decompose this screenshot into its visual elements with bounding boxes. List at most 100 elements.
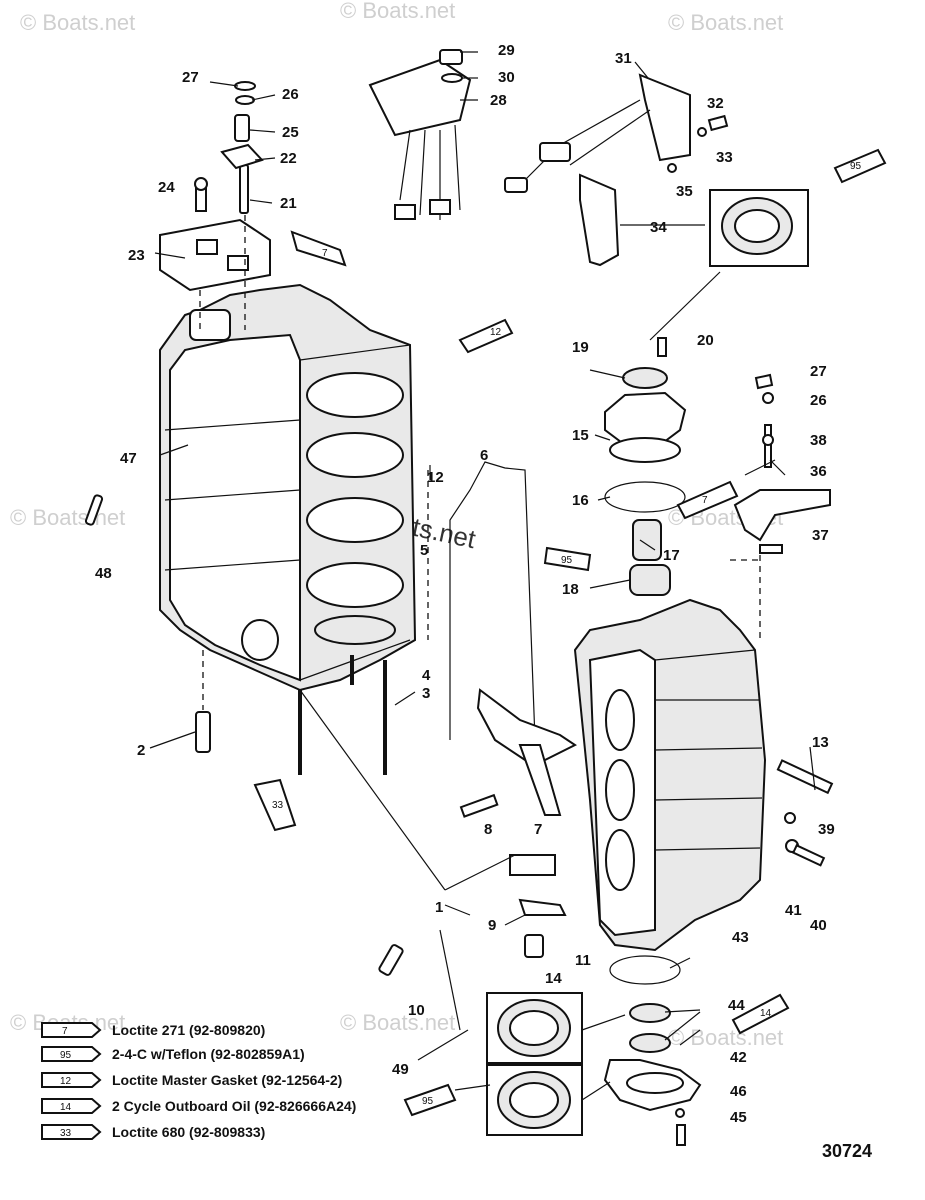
legend-row-4: 14 2 Cycle Outboard Oil (92-826666A24) — [41, 1098, 356, 1114]
callout-30: 30 — [498, 69, 515, 86]
legend-row-5: 33 Loctite 680 (92-809833) — [41, 1124, 265, 1140]
tube-label: 12 — [490, 327, 502, 338]
callout-33: 33 — [716, 149, 733, 166]
callout-20: 20 — [697, 332, 714, 349]
callout-37: 37 — [812, 527, 829, 544]
callout-25: 25 — [282, 124, 299, 141]
watermark-mid-left: © Boats.net — [10, 505, 125, 530]
watermark-top-center: © Boats.net — [340, 0, 455, 23]
legend-text: 2-4-C w/Teflon (92-802859A1) — [112, 1046, 305, 1062]
callout-43: 43 — [732, 929, 749, 946]
callout-46: 46 — [730, 1083, 747, 1100]
callout-8: 8 — [484, 821, 492, 838]
callout-26: 26 — [282, 86, 299, 103]
callout-23: 23 — [128, 247, 145, 264]
top-hardware — [159, 81, 271, 292]
tube-label: 33 — [272, 800, 284, 811]
tube-label: 95 — [850, 161, 862, 172]
seal-top-box — [649, 189, 809, 341]
callout-21: 21 — [280, 195, 297, 212]
callout-48: 48 — [95, 565, 112, 582]
assembly-lines — [199, 215, 761, 891]
callout-42: 42 — [730, 1049, 747, 1066]
legend-text: Loctite 680 (92-809833) — [112, 1124, 265, 1140]
watermark-bottom-right: © Boats.net — [668, 1025, 783, 1050]
watermark-bottom-center: © Boats.net — [340, 1010, 455, 1035]
callout-6: 6 — [480, 447, 488, 464]
callout-32: 32 — [707, 95, 724, 112]
callout-19: 19 — [572, 339, 589, 356]
crankcase — [573, 598, 767, 952]
callout-17: 17 — [663, 547, 680, 564]
cylinder-block — [159, 283, 417, 692]
end-cap-stack — [604, 337, 687, 596]
callout-36: 36 — [810, 463, 827, 480]
legend-text: Loctite Master Gasket (92-12564-2) — [112, 1072, 342, 1088]
tube-14-right: 14 — [731, 993, 790, 1035]
callout-49: 49 — [392, 1061, 409, 1078]
legend-row-1: 7 Loctite 271 (92-809820) — [41, 1022, 265, 1038]
callout-40: 40 — [810, 917, 827, 934]
tube-label: 95 — [561, 555, 573, 566]
callout-24: 24 — [158, 179, 175, 196]
callout-11: 11 — [575, 952, 591, 969]
callout-10: 10 — [408, 1002, 425, 1019]
tube-95-middle: 95 — [543, 546, 592, 572]
callout-31: 31 — [615, 50, 632, 67]
figure-number: 30724 — [822, 1141, 872, 1161]
callout-35: 35 — [676, 183, 693, 200]
callout-41: 41 — [785, 902, 802, 919]
studs — [84, 164, 387, 775]
tube-label: 95 — [422, 1096, 434, 1107]
callout-1: 1 — [435, 899, 443, 916]
linkage — [378, 688, 577, 1031]
legend-tube-num: 95 — [60, 1050, 72, 1061]
callout-2: 2 — [137, 742, 145, 759]
callout-7: 7 — [534, 821, 542, 838]
callout-4: 4 — [422, 667, 431, 684]
callout-15: 15 — [572, 427, 589, 444]
callout-14: 14 — [545, 970, 562, 987]
tube-label: 7 — [702, 495, 708, 506]
callout-26b: 26 — [810, 392, 827, 409]
side-hardware — [733, 373, 834, 867]
callout-27: 27 — [182, 69, 199, 86]
tube-label: 14 — [760, 1008, 772, 1019]
callout-9: 9 — [488, 917, 496, 934]
switch-box — [504, 73, 729, 267]
lower-end-cap — [603, 955, 702, 1146]
callout-13: 13 — [812, 734, 829, 751]
callout-18: 18 — [562, 581, 579, 598]
callout-45: 45 — [730, 1109, 747, 1126]
callout-16: 16 — [572, 492, 589, 509]
legend-row-2: 95 2-4-C w/Teflon (92-802859A1) — [41, 1046, 305, 1062]
callout-44: 44 — [728, 997, 745, 1014]
watermark-top-left: © Boats.net — [20, 10, 135, 35]
callout-12: 12 — [427, 469, 444, 486]
callout-5: 5 — [420, 542, 428, 559]
legend-tube-num: 7 — [62, 1026, 68, 1037]
tube-7-top: 7 — [290, 230, 347, 267]
watermark-top-right: © Boats.net — [668, 10, 783, 35]
callout-3: 3 — [422, 685, 430, 702]
tube-12: 12 — [458, 318, 514, 354]
legend-tube-num: 33 — [60, 1128, 72, 1139]
sealant-legend: 7 Loctite 271 (92-809820) 95 2-4-C w/Tef… — [41, 1022, 356, 1140]
callout-47: 47 — [120, 450, 137, 467]
cylinder-bores — [306, 372, 404, 645]
legend-row-3: 12 Loctite Master Gasket (92-12564-2) — [41, 1072, 342, 1088]
tube-7-right: 7 — [676, 480, 739, 520]
tube-label: 7 — [322, 248, 328, 259]
callout-22: 22 — [280, 150, 297, 167]
callout-34: 34 — [650, 219, 667, 236]
tube-33: 33 — [253, 778, 297, 832]
leader-lines — [149, 51, 816, 1101]
legend-tube-num: 14 — [60, 1102, 72, 1113]
callout-27b: 27 — [810, 363, 827, 380]
seal-bottom-boxes — [486, 992, 583, 1136]
legend-text: Loctite 271 (92-809820) — [112, 1022, 265, 1038]
callout-28: 28 — [490, 92, 507, 109]
callout-29: 29 — [498, 42, 515, 59]
legend-tube-num: 12 — [60, 1076, 72, 1087]
